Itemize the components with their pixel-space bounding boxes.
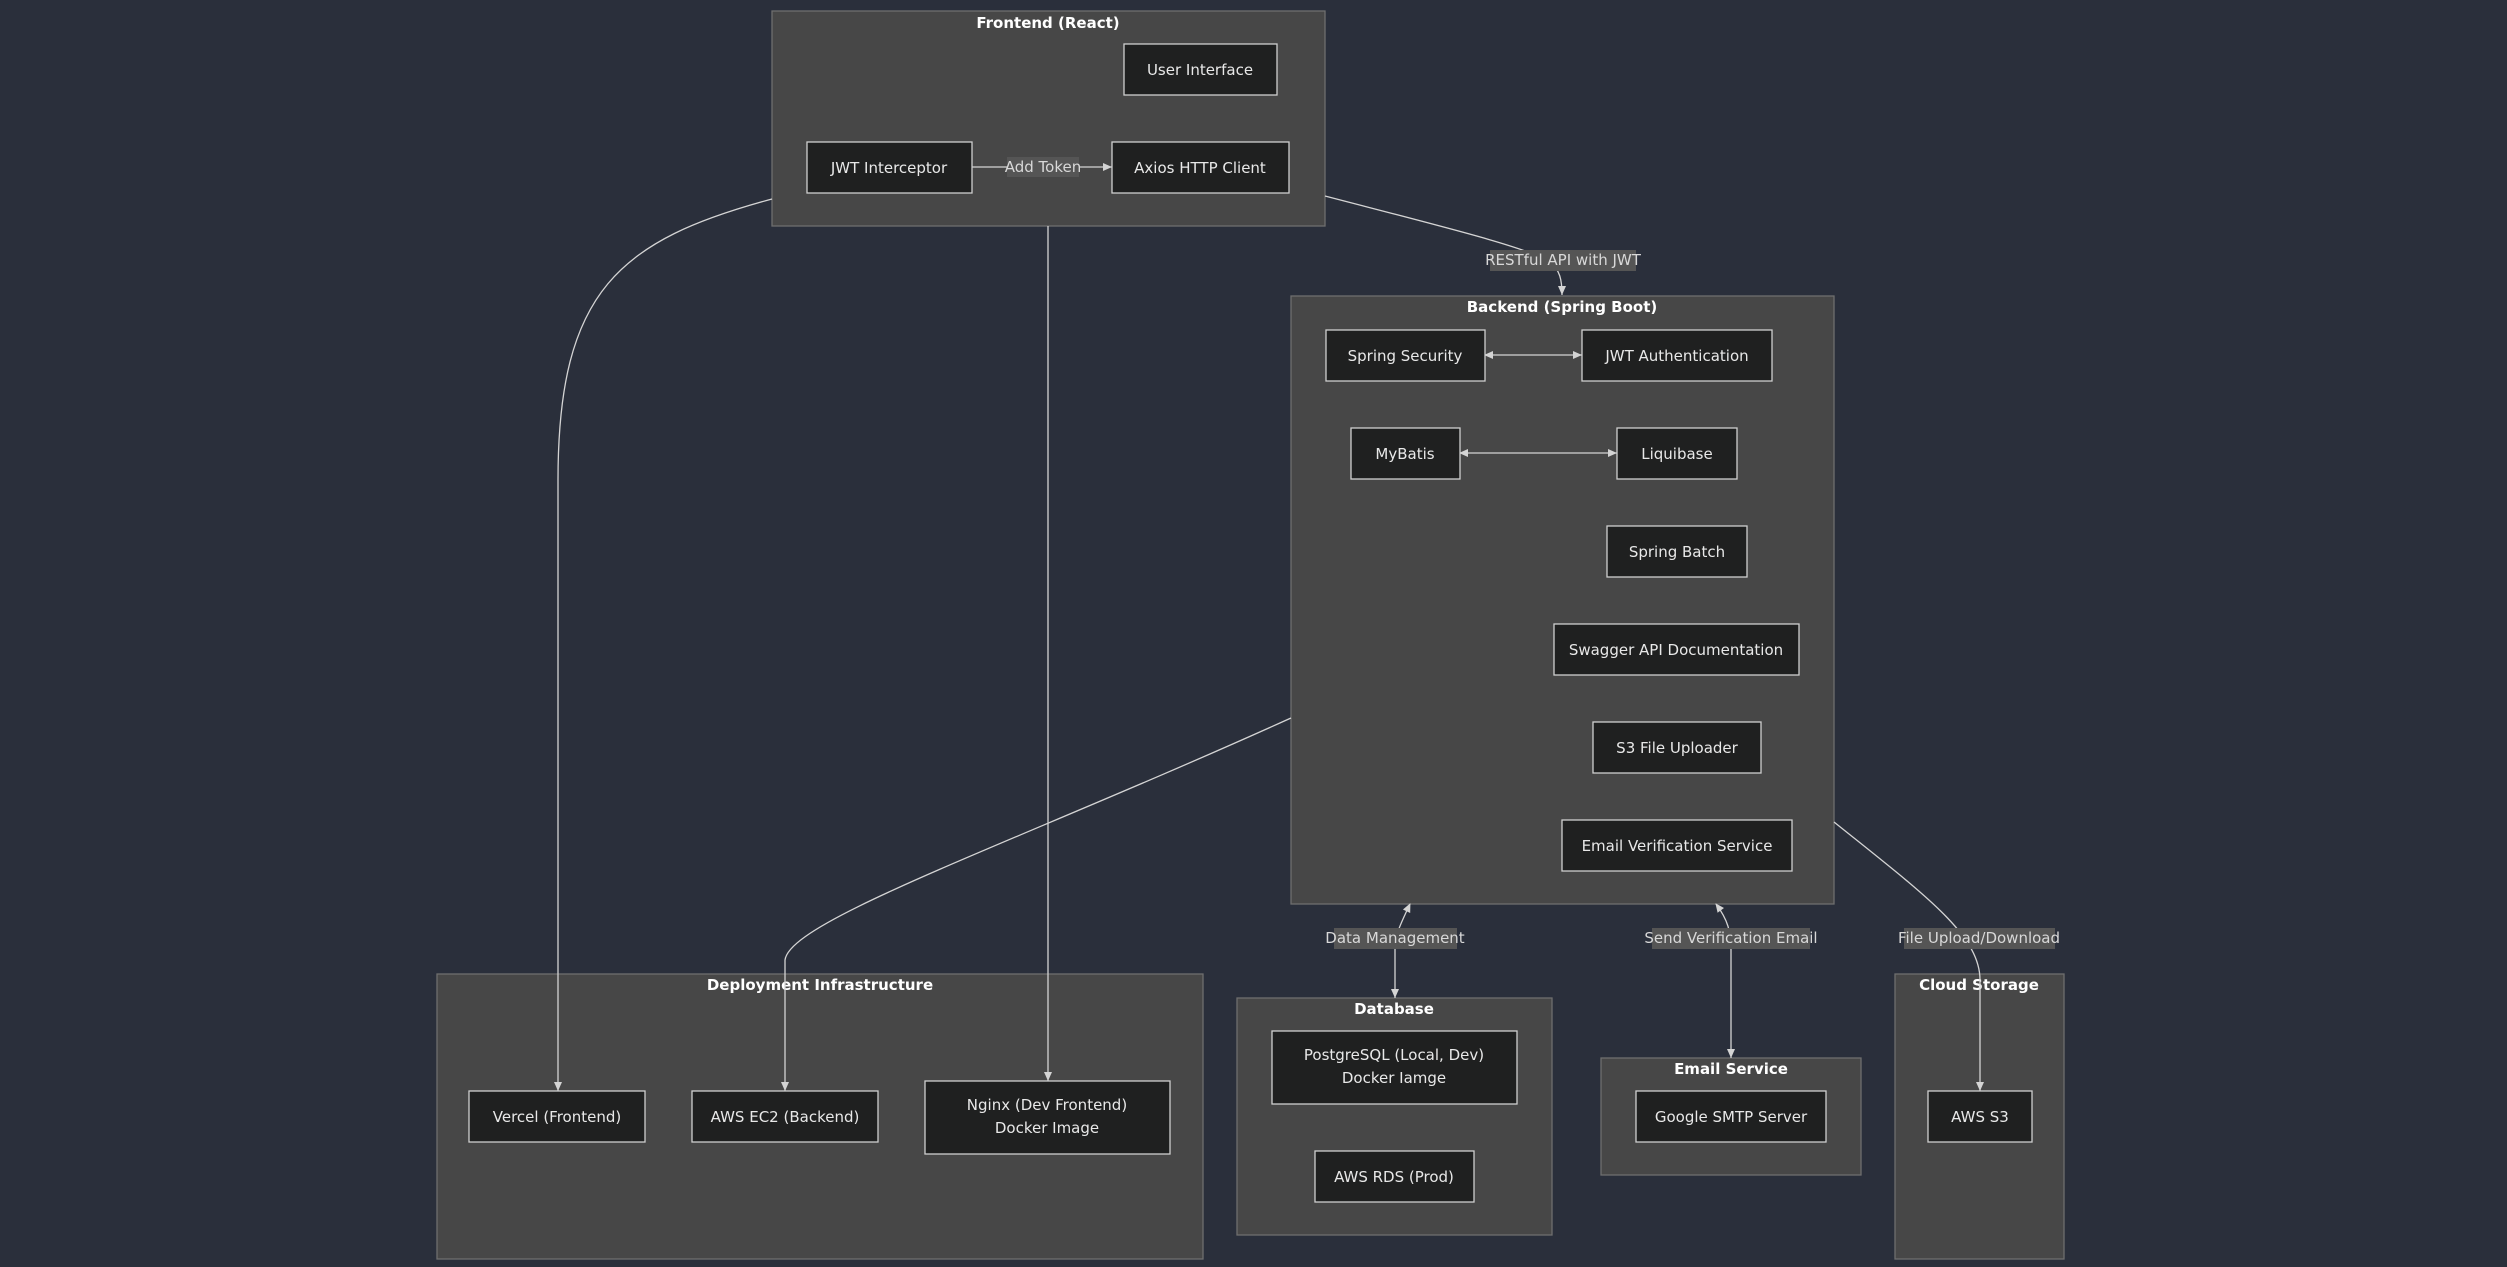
node-user-interface[interactable]: User Interface [1123,43,1278,96]
node-aws-s3[interactable]: AWS S3 [1927,1090,2033,1143]
edge-frontend-vercel [554,198,773,1091]
cluster-title-frontend: Frontend (React) [976,14,1119,32]
edge-frontend-backend [1324,195,1566,296]
node-spring-batch[interactable]: Spring Batch [1606,525,1748,578]
node-spring-security[interactable]: Spring Security [1325,329,1486,382]
svg-text:S3 File Uploader: S3 File Uploader [1616,739,1738,757]
node-nginx[interactable]: Nginx (Dev Frontend) Docker Image [924,1080,1171,1155]
edge-label-data-management: Data Management [1325,928,1465,949]
svg-text:Axios HTTP Client: Axios HTTP Client [1134,159,1266,177]
node-jwt-interceptor[interactable]: JWT Interceptor [806,141,973,194]
node-swagger-docs[interactable]: Swagger API Documentation [1553,623,1800,676]
node-aws-rds[interactable]: AWS RDS (Prod) [1314,1150,1475,1203]
svg-text:Add Token: Add Token [1005,158,1082,176]
edge-label-add-token: Add Token [1005,157,1082,177]
svg-text:File Upload/Download: File Upload/Download [1898,929,2060,947]
node-s3-uploader[interactable]: S3 File Uploader [1592,721,1762,774]
svg-text:Google SMTP Server: Google SMTP Server [1655,1108,1808,1126]
edge-label-restful: RESTful API with JWT [1485,250,1642,271]
svg-text:Docker Image: Docker Image [995,1119,1099,1137]
edge-backend-ec2 [781,717,1292,1091]
svg-text:MyBatis: MyBatis [1375,445,1434,463]
node-jwt-authentication[interactable]: JWT Authentication [1581,329,1773,382]
edge-backend-database [1391,903,1411,998]
node-postgresql[interactable]: PostgreSQL (Local, Dev) Docker Iamge [1271,1030,1518,1105]
svg-text:RESTful API with JWT: RESTful API with JWT [1485,251,1642,269]
cluster-frontend: Frontend (React) [771,10,1326,227]
node-aws-ec2[interactable]: AWS EC2 (Backend) [691,1090,879,1143]
svg-text:User Interface: User Interface [1147,61,1253,79]
edge-backend-email [1715,903,1735,1058]
svg-text:JWT Authentication: JWT Authentication [1604,347,1748,365]
node-vercel[interactable]: Vercel (Frontend) [468,1090,646,1143]
svg-text:AWS S3: AWS S3 [1951,1108,2009,1126]
cluster-title-deployment: Deployment Infrastructure [707,976,933,994]
svg-text:Spring Batch: Spring Batch [1629,543,1725,561]
node-liquibase[interactable]: Liquibase [1616,427,1738,480]
svg-text:Swagger API Documentation: Swagger API Documentation [1569,641,1783,659]
svg-text:JWT Interceptor: JWT Interceptor [830,159,948,177]
cluster-title-email: Email Service [1674,1060,1788,1078]
node-mybatis[interactable]: MyBatis [1350,427,1461,480]
svg-text:Data Management: Data Management [1325,929,1465,947]
cluster-backend: Backend (Spring Boot) [1290,295,1835,905]
svg-text:Liquibase: Liquibase [1641,445,1712,463]
svg-text:Docker Iamge: Docker Iamge [1342,1069,1446,1087]
svg-text:Send Verification Email: Send Verification Email [1644,929,1817,947]
edge-label-send-email: Send Verification Email [1644,928,1818,949]
cluster-title-backend: Backend (Spring Boot) [1467,298,1657,316]
svg-text:AWS EC2 (Backend): AWS EC2 (Backend) [711,1108,860,1126]
svg-text:Spring Security: Spring Security [1348,347,1463,365]
node-axios-client[interactable]: Axios HTTP Client [1111,141,1290,194]
svg-text:Email Verification Service: Email Verification Service [1582,837,1773,855]
cluster-title-database: Database [1354,1000,1434,1018]
cluster-title-cloud: Cloud Storage [1919,976,2039,994]
svg-text:AWS RDS (Prod): AWS RDS (Prod) [1334,1168,1454,1186]
node-google-smtp[interactable]: Google SMTP Server [1635,1090,1827,1143]
edge-backend-s3 [1833,821,1984,1091]
svg-text:PostgreSQL (Local, Dev): PostgreSQL (Local, Dev) [1304,1046,1484,1064]
svg-text:Vercel (Frontend): Vercel (Frontend) [493,1108,621,1126]
svg-text:Nginx (Dev Frontend): Nginx (Dev Frontend) [967,1096,1127,1114]
node-email-verification[interactable]: Email Verification Service [1561,819,1793,872]
edge-label-file-upload: File Upload/Download [1898,928,2060,949]
